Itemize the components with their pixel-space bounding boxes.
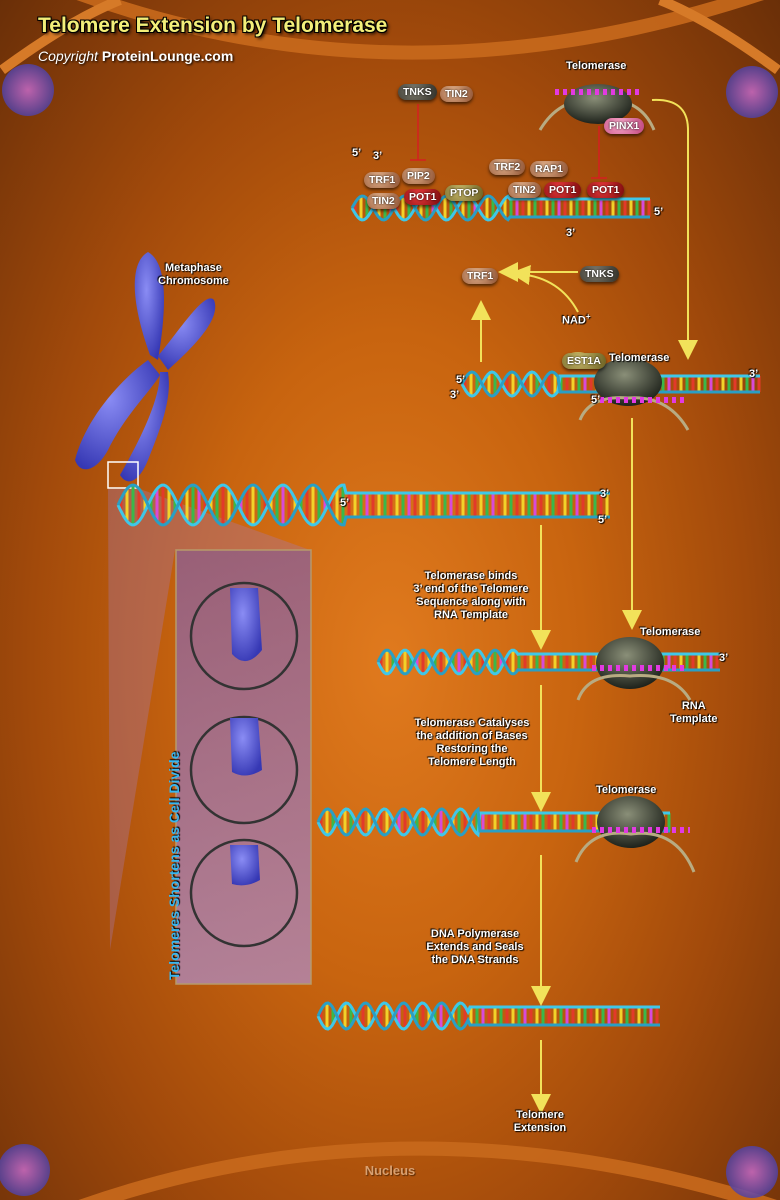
metaphase-chromosome: [75, 252, 216, 482]
nuclear-envelope-corner: [658, 0, 780, 75]
protein-pinx1: PINX1: [604, 118, 645, 134]
arrow-nad-path: [510, 265, 579, 313]
telomerase-enzyme-3: [576, 637, 692, 701]
side-caption: Telomeres Shortens as Cell Divide: [166, 751, 182, 981]
three-prime-label: 3’: [566, 227, 576, 239]
protein-pot1: POT1: [404, 189, 442, 205]
dna-helix-binding: [376, 648, 720, 676]
nuclear-envelope-bottom: [78, 1141, 777, 1200]
protein-tin2-b: TIN2: [367, 193, 400, 209]
nuclear-pore-icon: [0, 64, 778, 1198]
protein-tin2: TIN2: [440, 86, 473, 102]
protein-trf1-released: TRF1: [462, 268, 499, 284]
copyright-word: Copyright: [38, 48, 98, 64]
dna-helix-extended: [316, 1001, 660, 1031]
telomerase-label-3: Telomerase: [640, 626, 701, 638]
three-prime-label: 3’: [600, 488, 610, 500]
protein-tnks-b: TNKS: [580, 266, 619, 282]
five-prime-label: 5’: [591, 394, 601, 406]
telomerase-enzyme-4: [574, 796, 696, 873]
nuclear-envelope-top: [76, 0, 764, 60]
protein-est1a: EST1A: [562, 353, 606, 369]
protein-rap1: RAP1: [530, 161, 569, 177]
five-prime-label: 5’: [340, 497, 350, 509]
three-prime-label: 3’: [749, 368, 759, 380]
nucleus-label: Nucleus: [364, 1163, 416, 1178]
zoom-selection-box: [107, 461, 139, 489]
protein-pot1-b: POT1: [544, 182, 582, 198]
three-prime-label: 3’: [450, 389, 460, 401]
inhibition-arrows: [410, 104, 607, 179]
nad-label: NAD+: [562, 312, 591, 327]
telomerase-enzyme-top: [538, 84, 656, 131]
telomerase-label-4: Telomerase: [596, 784, 657, 796]
copyright-site: ProteinLounge.com: [101, 48, 234, 64]
page-title: Telomere Extension by Telomerase: [38, 14, 388, 37]
telomere-shortening-stages: [189, 581, 299, 948]
nuclear-envelope-corner: [0, 0, 122, 75]
dna-helix-telomere-end: [116, 483, 610, 527]
protein-trf1: TRF1: [364, 172, 401, 188]
five-prime-label: 5’: [456, 374, 466, 386]
five-prime-label: 5’: [654, 206, 664, 218]
protein-ptop: PTOP: [445, 185, 484, 201]
three-prime-label: 3’: [719, 652, 729, 664]
protein-trf2: TRF2: [489, 159, 526, 175]
five-prime-label: 5’: [352, 147, 362, 159]
telomerase-label-2: Telomerase: [609, 352, 670, 364]
protein-pot1-c: POT1: [587, 182, 625, 198]
protein-tin2-c: TIN2: [508, 182, 541, 198]
protein-tnks: TNKS: [398, 84, 437, 100]
copyright-notice: Copyright ProteinLounge.com: [38, 48, 233, 64]
protein-pip2: PIP2: [402, 168, 435, 184]
zoom-beam: [108, 489, 310, 950]
arrow-telomerase-to-binding: [651, 98, 698, 360]
telomerase-label-top: Telomerase: [566, 60, 627, 72]
telomerase-enzyme-2: [578, 358, 690, 431]
five-prime-label: 5’: [598, 514, 608, 526]
three-prime-label: 3’: [373, 150, 383, 162]
